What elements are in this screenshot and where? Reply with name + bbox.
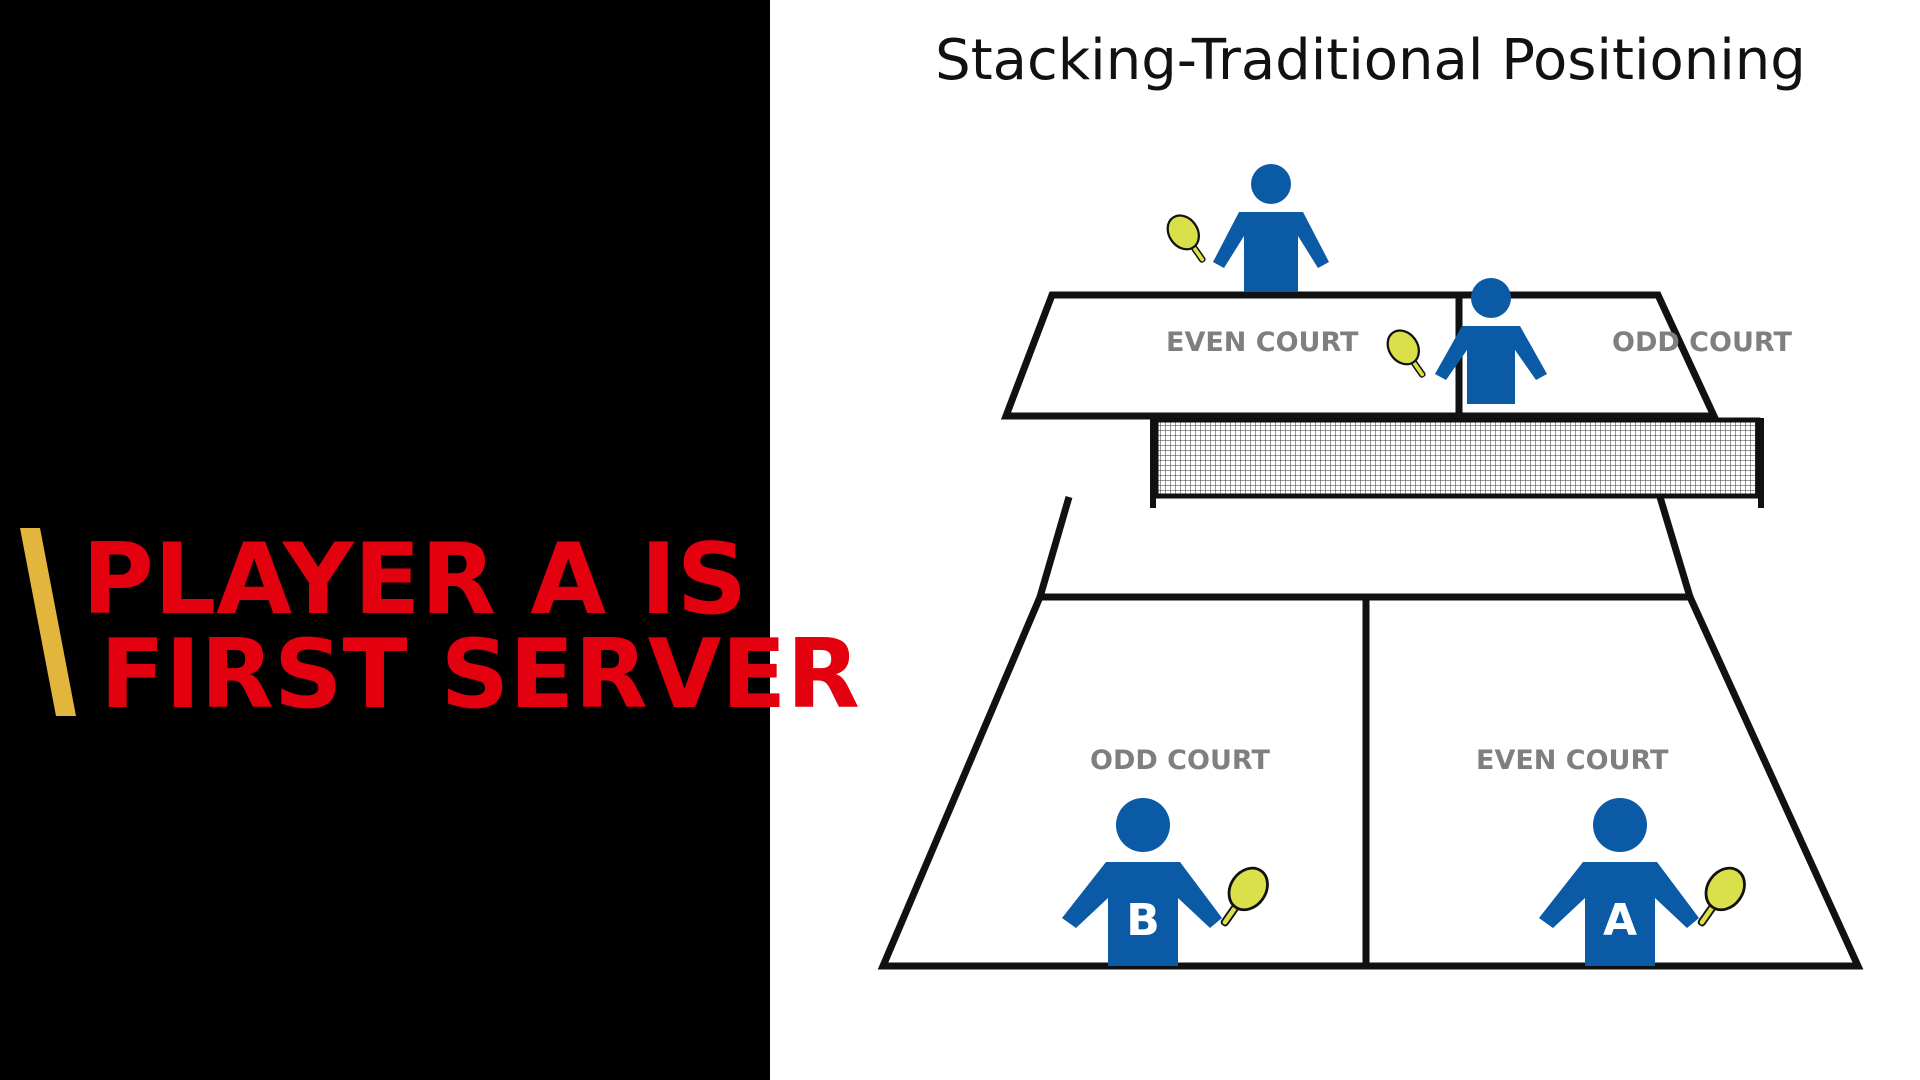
net [1153, 417, 1761, 499]
court-diagram [980, 291, 1920, 968]
court-panel: Stacking-Traditional Positioning [770, 0, 1920, 1080]
diagram-title: Stacking-Traditional Positioning [935, 28, 1806, 93]
left-panel [0, 0, 770, 1080]
near-court-visible-outline [980, 484, 1920, 968]
far-court-outline [1000, 291, 1720, 420]
